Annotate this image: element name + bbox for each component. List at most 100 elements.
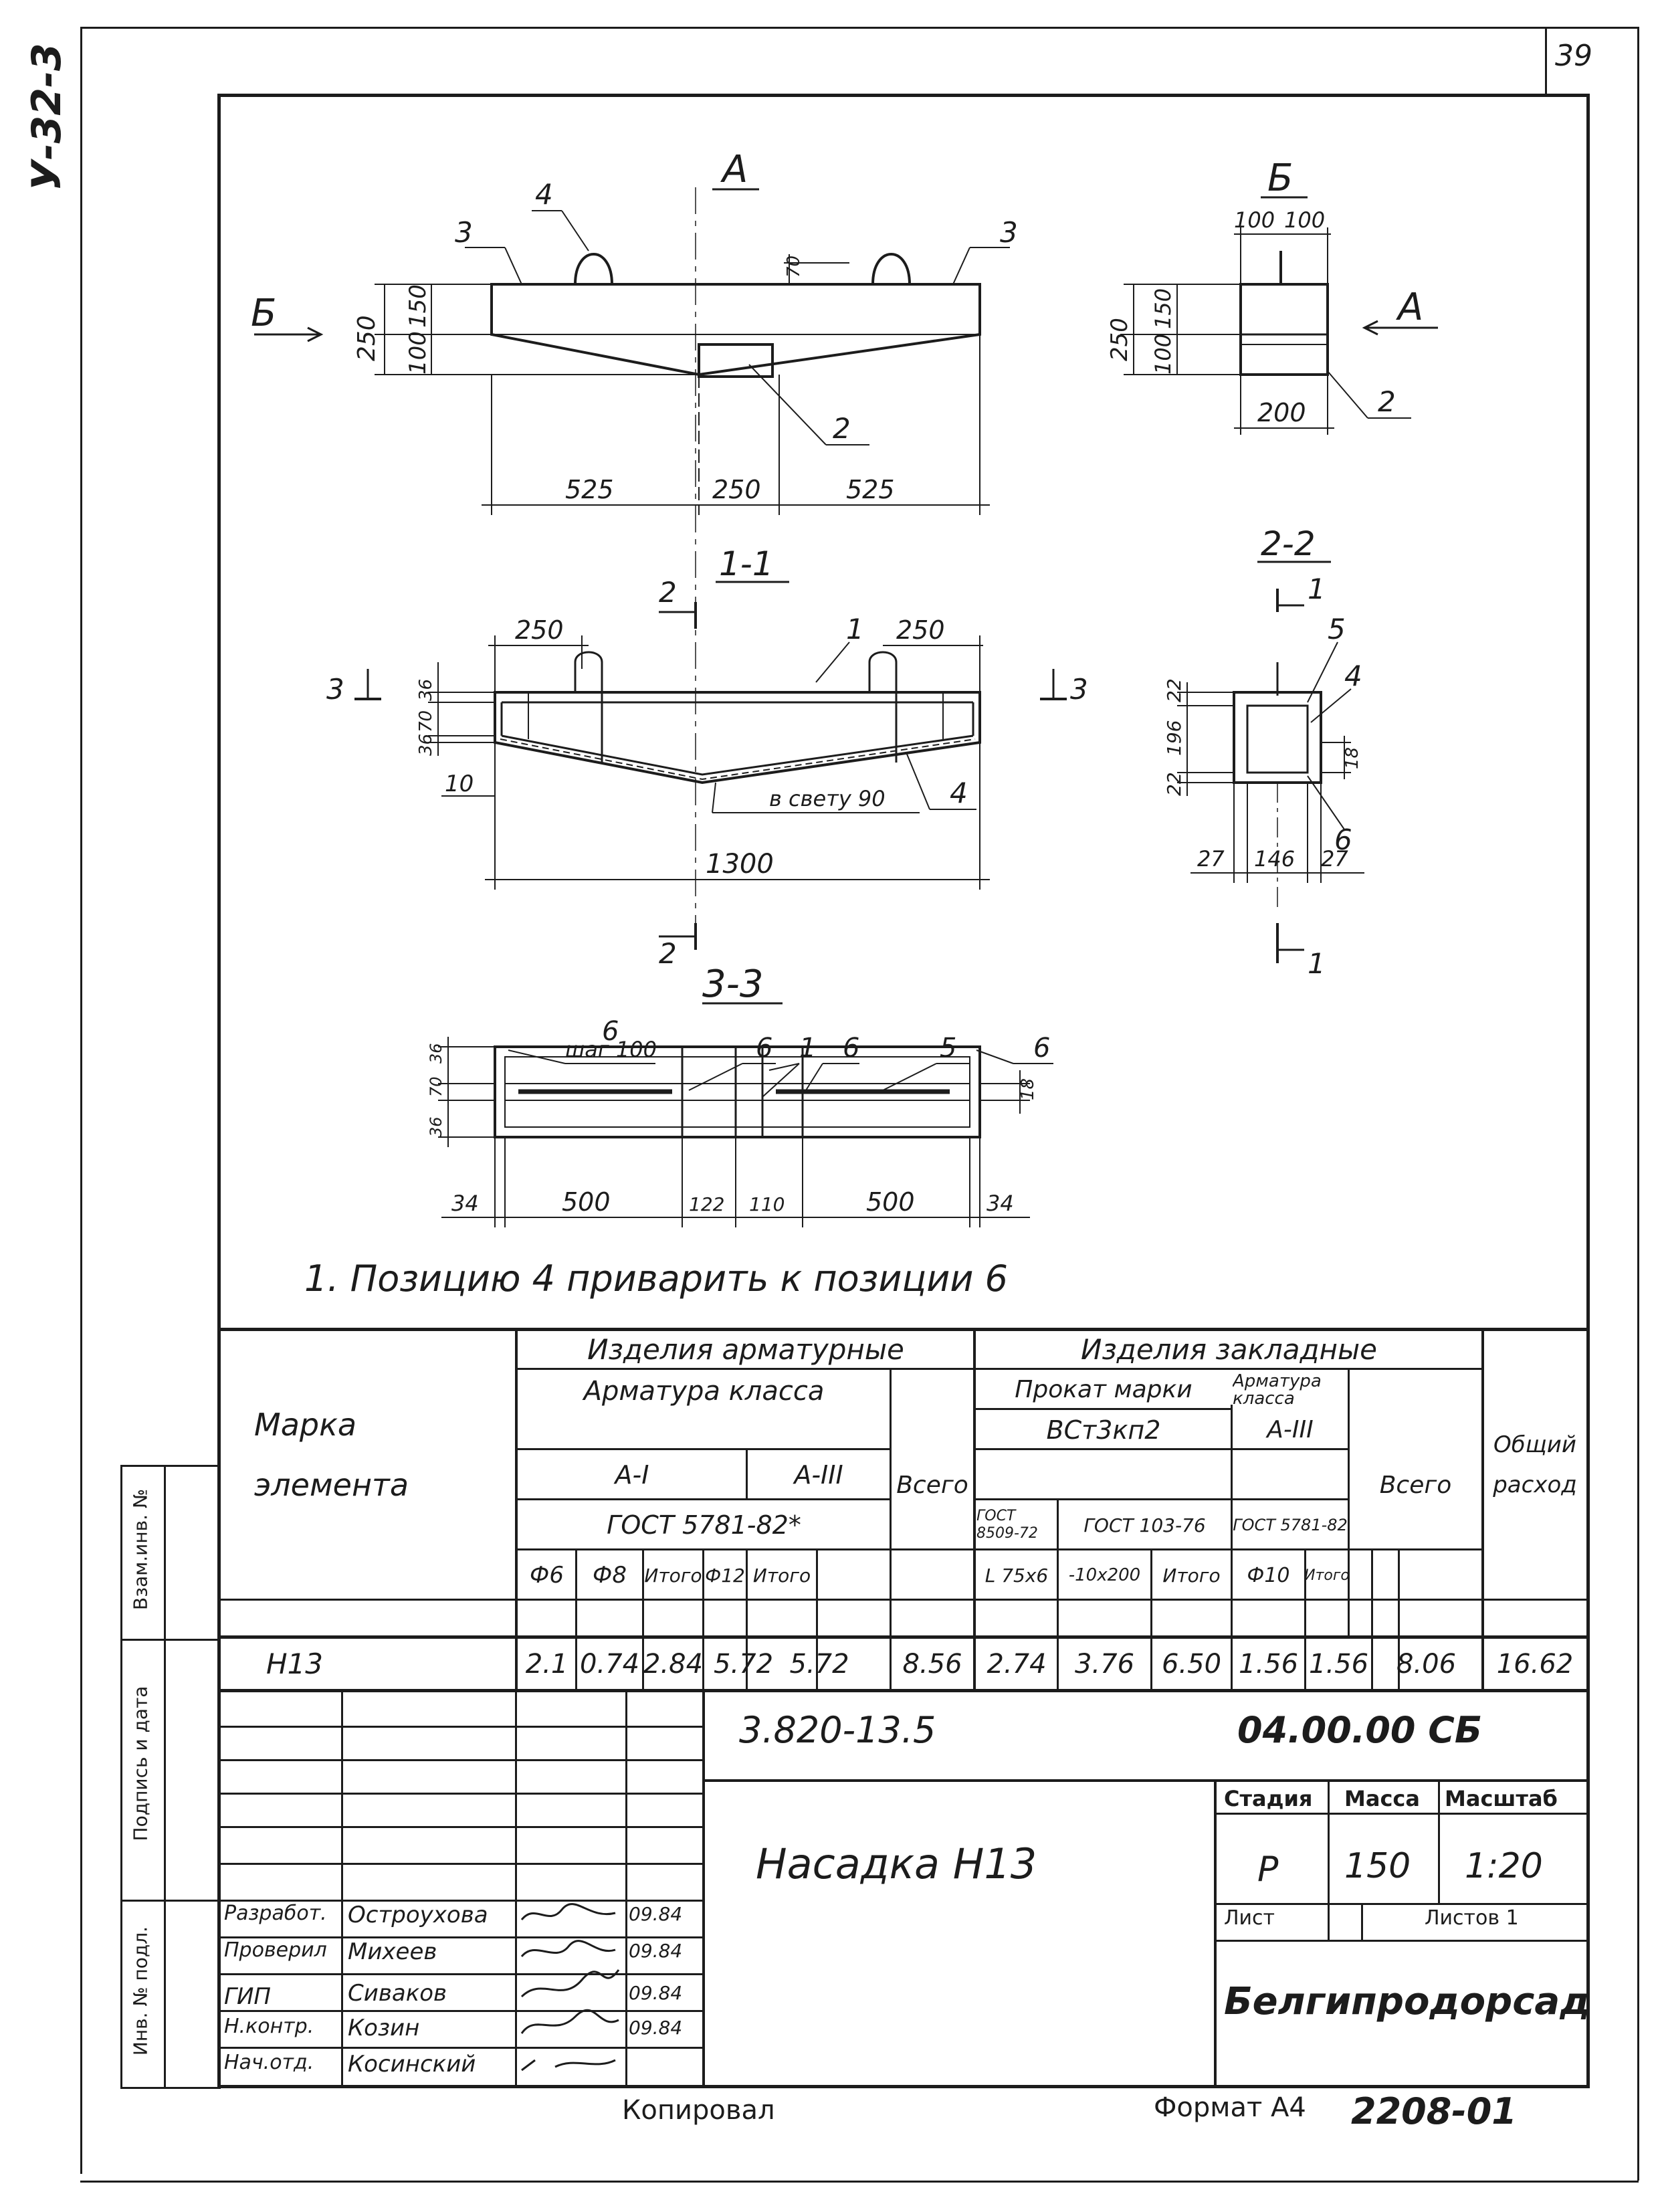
sub-f8: Ф8 — [593, 1562, 627, 1589]
dim-33-36-top: 36 — [427, 1043, 445, 1064]
val-total-rolled: 6.50 — [1161, 1648, 1222, 1680]
class-a3: А-III — [794, 1460, 843, 1490]
sub-total-a1: Итого — [644, 1564, 702, 1587]
pos-3-a-left: 3 — [455, 216, 473, 249]
class-a3-2: А-III — [1267, 1416, 1314, 1443]
total-armature: Всего — [896, 1471, 968, 1499]
dim-33-500-left: 500 — [562, 1187, 611, 1217]
arrow-b-label: Б — [251, 292, 276, 335]
class-a1: А-I — [615, 1460, 649, 1490]
pos-1-33: 1 — [799, 1033, 816, 1064]
pos-4-22: 4 — [1344, 660, 1362, 692]
sign-date-1: 09.84 — [629, 1940, 683, 1962]
pos-4-a: 4 — [535, 178, 553, 211]
dim-b-100: 100 — [1150, 334, 1176, 375]
dim-11-70: 70 — [416, 710, 436, 732]
dim-33-step: шаг 100 — [565, 1037, 657, 1062]
cut-1-top: 1 — [1308, 573, 1326, 605]
dim-b-150: 150 — [1150, 288, 1176, 329]
pos-6-33-d: 6 — [1033, 1033, 1050, 1064]
total-consumption: Общий расход — [1493, 1431, 1577, 1498]
doc-number-right: 04.00.00 СБ — [1237, 1709, 1483, 1751]
val-total-a3-2: 1.56 — [1308, 1648, 1369, 1680]
pos-6-22: 6 — [1334, 823, 1352, 856]
sign-name-0: Остроухова — [348, 1902, 488, 1928]
cut-1-bottom: 1 — [1308, 947, 1326, 980]
outer-frame-right — [1637, 27, 1639, 2181]
steel-grade: ВСт3кп2 — [1046, 1415, 1161, 1445]
pos-6-33-a: 6 — [602, 1016, 619, 1047]
dim-22-27-left: 27 — [1197, 846, 1225, 872]
drawing-note: 1. Позицию 4 приварить к позиции 6 — [304, 1258, 1008, 1300]
dim-11-10: 10 — [445, 771, 474, 797]
view-a-insert — [698, 343, 774, 378]
stamp-inv-orig: Инв. № подл. — [129, 1926, 152, 2056]
outer-frame-left — [80, 27, 82, 2174]
col-mark-header: Марка элемента — [254, 1407, 409, 1503]
section-33-title: 3-3 — [702, 963, 763, 1006]
total-embedded: Всего — [1379, 1471, 1452, 1499]
val-total-embedded: 8.06 — [1396, 1648, 1457, 1680]
val-total-consumption: 16.62 — [1496, 1648, 1574, 1680]
val-f8: 0.74 — [579, 1648, 640, 1680]
stamp-sign-date: Подпись и дата — [129, 1686, 152, 1841]
val-f12: 5.72 — [713, 1648, 774, 1680]
pos-2-b: 2 — [1378, 385, 1396, 418]
sub-total-rolled: Итого — [1162, 1564, 1221, 1587]
stage-label: Стадия — [1224, 1786, 1313, 1811]
dim-a-525-right: 525 — [846, 475, 895, 504]
dim-a-70: 70 — [784, 256, 804, 278]
dim-a-250: 250 — [353, 315, 381, 361]
sub-f6: Ф6 — [530, 1562, 564, 1589]
view-b-title: Б — [1267, 157, 1293, 200]
dim-11-36-bottom: 36 — [416, 734, 436, 756]
group-embedded: Изделия закладные — [1081, 1333, 1377, 1366]
copied-label: Копировал — [622, 2095, 775, 2126]
section-11-outline — [494, 691, 981, 785]
pos-2-a: 2 — [833, 412, 851, 445]
sub-total-a3-2: Итого — [1306, 1567, 1348, 1584]
dim-11-clear: в свету 90 — [769, 786, 886, 811]
format-number: 2208-01 — [1351, 2090, 1517, 2132]
sign-name-4: Косинский — [348, 2051, 476, 2078]
sign-date-3: 09.84 — [629, 2017, 683, 2039]
format-label: Формат А4 — [1154, 2092, 1306, 2123]
val-f6: 2.1 — [525, 1648, 568, 1680]
outer-frame-bottom — [80, 2181, 1639, 2183]
view-a-title: А — [720, 148, 748, 191]
dim-33-122: 122 — [689, 1193, 724, 1215]
gost-5781: ГОСТ 5781-82* — [607, 1510, 801, 1540]
inner-frame-right — [1586, 94, 1590, 2087]
val-f10: 1.56 — [1238, 1648, 1299, 1680]
page-number: 39 — [1555, 39, 1592, 73]
sign-name-3: Козин — [348, 2015, 420, 2041]
mass-label: Масса — [1344, 1786, 1420, 1811]
dim-33-70: 70 — [427, 1076, 445, 1097]
view-a-loop-right — [871, 253, 911, 285]
dim-11-36-top: 36 — [416, 679, 436, 701]
dim-a-150: 150 — [405, 284, 431, 328]
scale-value: 1:20 — [1465, 1846, 1543, 1886]
dim-33-18: 18 — [1018, 1078, 1038, 1100]
gost-103: ГОСТ 103-76 — [1083, 1514, 1206, 1536]
sub-l75: L 75х6 — [985, 1564, 1049, 1587]
page-box-left — [1545, 27, 1547, 94]
armature-class-2: Арматура класса — [1233, 1371, 1322, 1408]
organization: Белгипродорсад — [1224, 1980, 1590, 2023]
dim-b-250: 250 — [1106, 318, 1133, 361]
dim-22-196: 196 — [1163, 720, 1185, 756]
val-strip: 3.76 — [1074, 1648, 1135, 1680]
dim-22-18: 18 — [1342, 747, 1362, 769]
dim-22-27-right: 27 — [1321, 846, 1348, 872]
inner-frame-top — [217, 94, 1588, 97]
dim-b-200: 200 — [1257, 398, 1306, 427]
sign-name-1: Михеев — [348, 1938, 437, 1965]
sub-strip: -10х200 — [1068, 1565, 1141, 1585]
pos-3-a-right: 3 — [1000, 216, 1018, 249]
section-33-outline — [494, 1045, 981, 1138]
val-l75: 2.74 — [987, 1648, 1047, 1680]
sign-date-0: 09.84 — [629, 1903, 683, 1925]
dim-33-110: 110 — [749, 1193, 785, 1215]
cut-2-bottom: 2 — [659, 937, 677, 970]
